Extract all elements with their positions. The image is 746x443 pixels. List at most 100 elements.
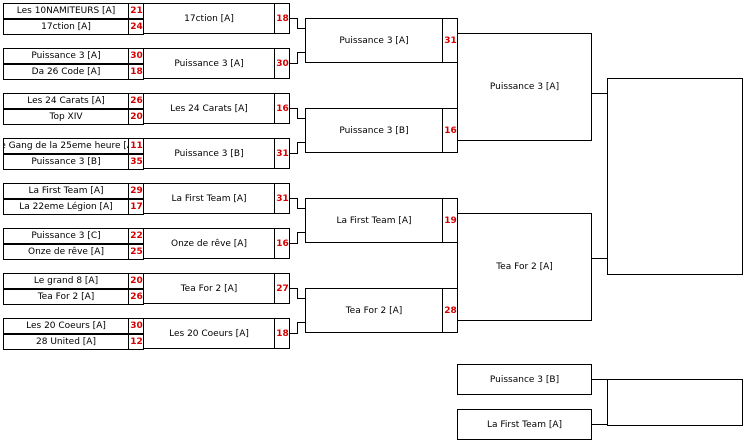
r2-entry-1-team: Puissance 3 [A] [174,58,244,69]
third-entry-1-team: La First Team [A] [486,419,563,430]
r1-entry-7-team: Puissance 3 [B] [31,157,101,167]
connector-line [289,243,298,244]
r2-entry-5-box[interactable] [143,228,290,259]
r1-entry-2-score: 30 [130,51,143,61]
connector-line [128,3,129,19]
r1-entry-15-score: 12 [130,337,143,347]
third-entry-0-team: Puissance 3 [B] [489,374,560,385]
r3-entry-0-box[interactable] [305,18,458,63]
r3-entry-1-box[interactable] [305,108,458,153]
connector-line [128,48,129,64]
r2-entry-6-box[interactable] [143,273,290,304]
connector-line [274,228,275,259]
r1-entry-14-score: 30 [130,321,143,331]
connector-line [128,289,129,305]
connector-line [289,108,298,109]
r3-entry-0-score: 31 [444,35,457,46]
connector-line [442,198,443,243]
connector-line [591,258,608,259]
final-box-team [607,78,743,275]
r2-entry-7-box[interactable] [143,318,290,349]
r2-entry-0-box[interactable] [143,3,290,34]
r1-entry-3-score: 18 [130,67,143,77]
r1-entry-5-score: 20 [130,112,143,122]
connector-line [289,333,298,334]
r1-entry-2-team: Puissance 3 [A] [31,51,101,61]
r1-entry-12-team: Le grand 8 [A] [33,276,99,286]
r1-entry-5-team: Top XIV [49,112,83,122]
r2-entry-5-team: Onze de rêve [A] [171,238,247,249]
connector-line [289,18,298,19]
r2-entry-4-team: La First Team [A] [171,193,247,204]
r3-entry-2-score: 19 [444,215,457,226]
connector-line [128,183,129,199]
r1-entry-0-score: 21 [130,6,143,16]
r1-entry-1-team: 17ction [A] [41,22,91,32]
third-entry-0-box[interactable] [457,364,592,395]
r3-entry-0-team: Puissance 3 [A] [339,35,409,46]
connector-line [128,154,129,170]
final-box-box[interactable] [607,78,743,275]
r2-entry-4-score: 31 [276,193,289,204]
connector-line [274,48,275,79]
connector-line [128,228,129,244]
connector-line [297,198,298,209]
r1-entry-6-score: 11 [130,141,143,151]
connector-line [297,298,306,299]
r2-entry-6-team: Tea For 2 [A] [180,283,238,294]
r3-entry-1-score: 16 [444,125,457,136]
r4-entry-1-team: Tea For 2 [A] [496,262,553,272]
r1-entry-13-score: 26 [130,292,143,302]
connector-line [297,288,298,299]
r2-entry-2-box[interactable] [143,93,290,124]
r2-entry-0-score: 18 [276,13,289,24]
connector-line [289,153,298,154]
r4-entry-0-team: Puissance 3 [A] [489,82,560,92]
r3-entry-3-score: 28 [444,305,457,316]
third-result-team [607,379,743,426]
r1-entry-12-score: 20 [130,276,143,286]
connector-line [297,118,306,119]
r3-entry-2-box[interactable] [305,198,458,243]
r1-entry-10-score: 22 [130,231,143,241]
connector-line [297,322,306,323]
r2-entry-4-box[interactable] [143,183,290,214]
connector-line [297,52,306,53]
r2-entry-1-score: 30 [276,58,289,69]
connector-line [128,318,129,334]
connector-line [274,273,275,304]
r1-entry-8-team: La First Team [A] [28,186,104,196]
r1-entry-15-team: 28 United [A] [36,337,96,347]
connector-line [128,109,129,125]
connector-line [128,244,129,260]
connector-line [128,199,129,215]
r2-entry-1-box[interactable] [143,48,290,79]
connector-line [289,63,298,64]
connector-line [297,18,298,29]
r2-entry-6-score: 27 [276,283,289,294]
r3-entry-2-team: La First Team [A] [336,215,412,226]
connector-line [274,93,275,124]
r1-entry-0-team: Les 10NAMITEURS [A] [16,6,116,16]
connector-line [128,273,129,289]
r2-entry-7-team: Les 20 Coeurs [A] [169,328,249,339]
connector-line [442,108,443,153]
connector-line [457,40,458,131]
r3-entry-3-box[interactable] [305,288,458,333]
r2-entry-0-team: 17ction [A] [184,13,234,24]
connector-line [297,232,298,244]
r1-entry-6-team: Le Gang de la 25eme heure [A] [3,141,129,151]
connector-line [297,142,306,143]
r1-entry-13-team: Tea For 2 [A] [37,292,95,302]
connector-line [128,138,129,154]
third-result-box[interactable] [607,379,743,426]
connector-line [297,108,298,119]
connector-line [274,318,275,349]
third-entry-1-box[interactable] [457,409,592,440]
r4-entry-0-box[interactable] [457,33,592,141]
connector-line [297,322,298,334]
r4-entry-1-box[interactable] [457,213,592,321]
r2-entry-3-box[interactable] [143,138,290,169]
connector-line [297,208,306,209]
